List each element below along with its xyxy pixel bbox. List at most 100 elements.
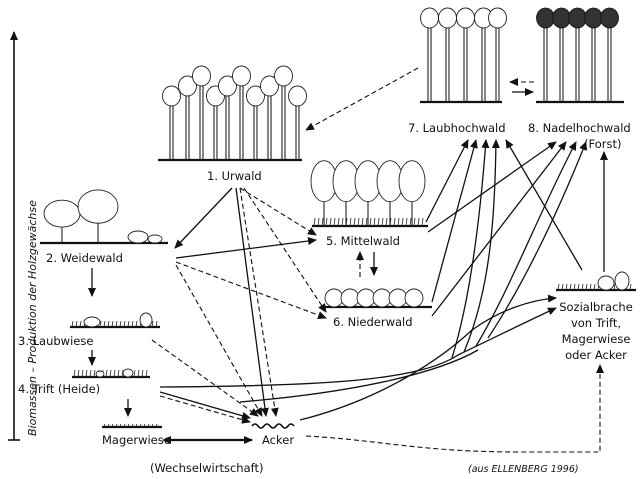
arrow-niederwald-laubhochwald: [431, 139, 478, 303]
tree-crown: [420, 7, 439, 29]
acker-pictogram: [251, 423, 295, 429]
mittelwald-pictogram: [310, 160, 428, 228]
biomass-axis: Biomassen – Produktion der Holzgewächse: [8, 31, 39, 441]
tall-tree: [232, 65, 251, 160]
arrow-trift-acker-dashed: [159, 395, 251, 424]
arrow-trift-sozialbrache-2: [239, 349, 479, 403]
label-weidewald: 2. Weidewald: [46, 251, 123, 265]
label-laubwiese: 3. Laubwiese: [18, 334, 93, 348]
arrow-laubwiese-acker: [151, 339, 259, 417]
tree-crown: [246, 85, 265, 107]
tall-tree: [260, 75, 279, 160]
tree-crown: [288, 85, 307, 107]
bush: [356, 288, 376, 308]
tree-crown: [600, 7, 619, 29]
tree: [332, 160, 360, 226]
urwald-pictogram: [158, 65, 307, 162]
niederwald-pictogram: [322, 288, 432, 309]
label-urwald: 1. Urwald: [207, 169, 262, 183]
tall-tree: [420, 7, 439, 102]
tree: [398, 160, 426, 226]
tall-tree: [568, 7, 587, 102]
bush: [404, 288, 424, 308]
tree-crown: [398, 160, 426, 203]
tall-tree: [192, 65, 211, 160]
arrow-lower-laubhochwald-1: [451, 139, 490, 359]
tall-tree: [438, 7, 457, 102]
tree-crown: [488, 7, 507, 29]
arrow-lower-laubhochwald-2: [463, 139, 500, 353]
label-laubhochwald: 7. Laubhochwald: [408, 121, 506, 135]
arrow-urwald-acker-dashed: [239, 187, 279, 417]
tall-tree: [600, 7, 619, 102]
source-citation: (aus ELLENBERG 1996): [468, 464, 579, 475]
arrow-acker-sozialbrache-dashed: [305, 364, 604, 453]
tall-tree: [584, 7, 603, 102]
arrow-lower-nadelhochwald-1: [475, 141, 577, 347]
arrow-weidewald-niederwald: [175, 261, 327, 319]
tall-tree: [456, 7, 475, 102]
arrow-trift-sozialbrache: [159, 307, 557, 388]
arrow-urwald-weidewald: [174, 187, 233, 249]
weidewald-pictogram: [40, 189, 168, 245]
tree-crown: [232, 65, 251, 87]
tall-tree: [178, 75, 197, 160]
arrow-weidewald-acker: [175, 264, 263, 417]
tree-crown: [178, 75, 197, 97]
arrow-mittelwald-nadelhochwald: [427, 141, 557, 233]
bush: [127, 230, 149, 244]
label-magerwiese: Magerwiese: [102, 433, 171, 447]
tall-tree: [246, 85, 265, 160]
trift-pictogram: [72, 368, 150, 379]
arrow-urwald-mittelwald: [239, 187, 317, 236]
bush: [388, 288, 408, 308]
laubwiese-pictogram: [70, 312, 160, 329]
tree-crown: [162, 85, 181, 107]
tree-crown: [274, 65, 293, 87]
tree: [376, 160, 404, 226]
label-sozialbrache-2: von Trift,: [571, 316, 621, 330]
label-sozialbrache-1: Sozialbrache: [559, 300, 633, 314]
label-sozialbrache-3: Magerwiese: [562, 332, 631, 346]
tree-crown: [43, 199, 81, 228]
arrow-urwald-niederwald: [243, 187, 327, 313]
tree-crown: [584, 7, 603, 29]
tree: [310, 160, 338, 226]
bush: [597, 275, 615, 291]
tall-tree: [552, 7, 571, 102]
nadelhochwald-pictogram: [536, 7, 624, 104]
tree-crown: [218, 75, 237, 97]
arrow-lower-nadelhochwald-2: [487, 141, 587, 339]
bush: [122, 368, 134, 378]
label-mittelwald: 5. Mittelwald: [326, 234, 400, 248]
tall-tree: [162, 85, 181, 160]
arrow-urwald-acker: [235, 187, 269, 417]
arrow-acker-sozialbrache: [299, 294, 557, 421]
label-trift: 4. Trift (Heide): [18, 382, 100, 396]
tree: [77, 189, 119, 243]
tree-crown: [438, 7, 457, 29]
label-niederwald: 6. Niederwald: [333, 315, 413, 329]
label-sozialbrache-4: oder Acker: [565, 348, 627, 362]
bush: [83, 316, 101, 328]
tree: [43, 199, 81, 243]
arrow-niederwald-nadelhochwald: [431, 141, 567, 317]
axis-label: Biomassen – Produktion der Holzgewächse: [26, 200, 39, 436]
bush: [340, 288, 360, 308]
tree-crown: [568, 7, 587, 29]
tall-tree: [206, 85, 225, 160]
sozialbrache-pictogram: [556, 271, 636, 292]
arrow-mittelwald-laubhochwald: [425, 139, 469, 223]
tall-tree: [474, 7, 493, 102]
arrow-weidewald-mittelwald: [175, 237, 317, 259]
tall-tree: [218, 75, 237, 160]
bush: [147, 234, 163, 244]
magerwiese-pictogram: [102, 423, 162, 429]
tree-crown: [456, 7, 475, 29]
label-forst: (Forst): [584, 137, 621, 151]
tree-crown: [536, 7, 555, 29]
tree: [354, 160, 382, 226]
tree-crown: [552, 7, 571, 29]
tree-crown: [260, 75, 279, 97]
